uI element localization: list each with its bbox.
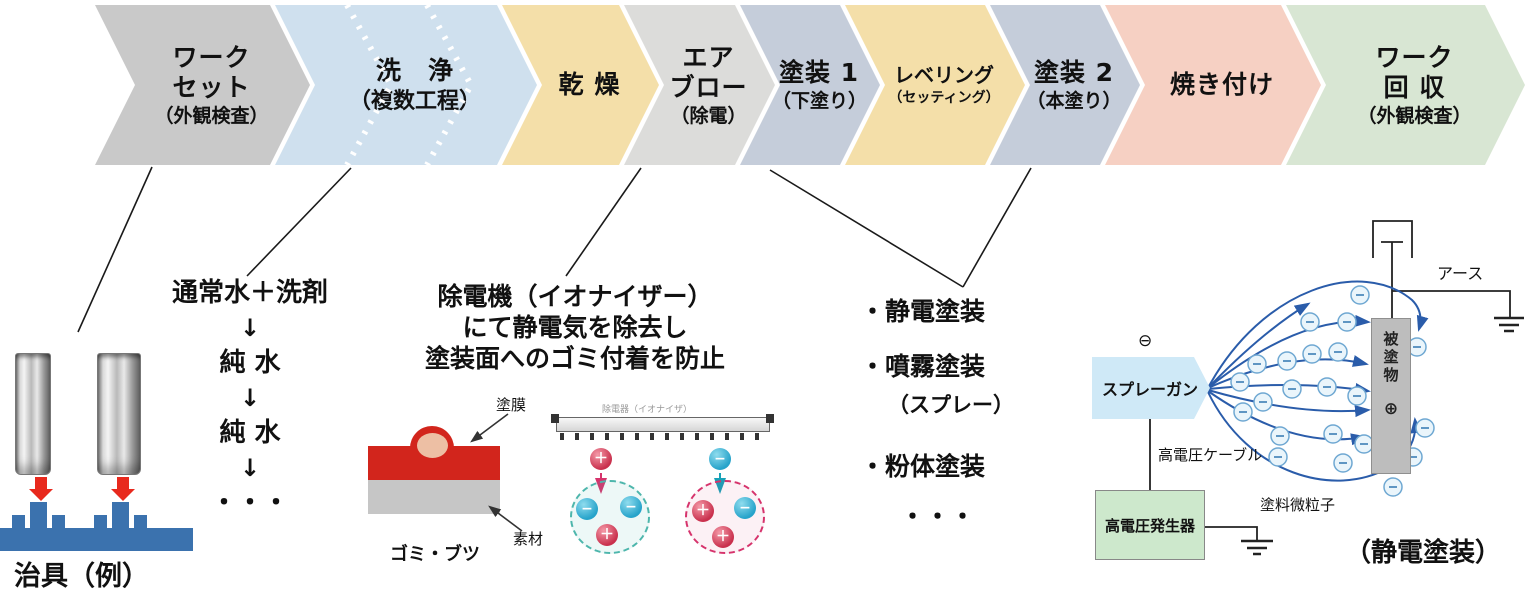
- place-on-jig-arrow-icon: [111, 477, 135, 501]
- positive-ion-ball: ＋: [596, 524, 618, 546]
- ionizer-bar-cap: [551, 414, 559, 423]
- place-on-jig-arrow-icon: [29, 477, 53, 501]
- step-note: （外観検査）: [1357, 104, 1472, 127]
- minus-icon: −: [739, 500, 751, 516]
- step-note: （複数工程）: [348, 88, 481, 114]
- step-label: 焼き付け: [1169, 70, 1274, 99]
- process-flow-bar: ワーク セット （外観検査） 洗 浄 （複数工程） 乾 燥 エア ブロー （除電…: [95, 5, 1525, 165]
- paint-particles-label: 塗料微粒子: [1260, 496, 1336, 514]
- electrostatic-caption: （静電塗装）: [1345, 538, 1502, 568]
- ionizer-bar: [556, 417, 770, 432]
- minus-charge-icon: ⊖: [1138, 331, 1153, 351]
- wash-step-2: 純 水: [219, 348, 281, 378]
- washing-steps-list: 通常水＋洗剤 ↓ 純 水 ↓ 純 水 ↓ ・・・: [150, 276, 350, 520]
- painting-type-powder: ・粉体塗装: [860, 452, 986, 481]
- step-label: レベリング: [894, 63, 994, 88]
- positive-ion-ball: ＋: [692, 500, 714, 522]
- ionizer-device-label: 除電器（イオナイザ）: [602, 405, 693, 415]
- step-label: 洗 浄: [375, 55, 454, 85]
- substrate-label: 素材: [513, 530, 544, 548]
- callout-line-washing: [246, 167, 352, 277]
- earth-label: アース: [1437, 264, 1484, 283]
- negative-ion-ball: −: [576, 498, 598, 520]
- workpiece-cylinder-photo: [97, 353, 141, 475]
- earth-wire: [1392, 290, 1511, 318]
- negative-ion-ball: −: [709, 448, 731, 470]
- painting-type-spray-sub: （スプレー）: [888, 393, 1014, 417]
- plus-icon: ＋: [600, 527, 614, 543]
- wash-step-3: 純 水: [219, 418, 281, 448]
- minus-icon: −: [625, 499, 637, 515]
- step-label: ワーク 回 収: [1375, 42, 1454, 102]
- flow-step-work-set: ワーク セット （外観検査）: [95, 5, 310, 165]
- hanger-icon: [1372, 220, 1413, 258]
- down-arrow-icon: ↓: [239, 384, 261, 412]
- high-voltage-generator-box: 高電圧発生器: [1095, 490, 1205, 560]
- step-note: （本塗り）: [1026, 89, 1122, 112]
- spray-gun-box: スプレーガン: [1092, 357, 1210, 419]
- positive-ion-ball: ＋: [590, 448, 612, 470]
- wash-ellipsis: ・・・: [210, 488, 289, 518]
- workpiece-label: 被塗物: [1381, 331, 1400, 385]
- callout-line-workset: [77, 166, 153, 333]
- spray-gun-label: スプレーガン: [1102, 380, 1199, 399]
- callout-line-airblow: [565, 167, 642, 277]
- painting-type-electrostatic: ・静電塗装: [860, 297, 986, 326]
- step-label: 塗装 1: [778, 57, 860, 87]
- plus-icon: ＋: [716, 529, 730, 545]
- step-note: （セッティング）: [888, 90, 1000, 107]
- positive-ion-ball: ＋: [712, 526, 734, 548]
- substrate-layer: [368, 480, 500, 514]
- step-note: （下塗り）: [772, 89, 868, 112]
- step-note: （外観検査）: [154, 104, 269, 127]
- negative-charged-cluster: [570, 480, 650, 554]
- step-label: 乾 燥: [558, 70, 621, 99]
- plus-icon: ＋: [696, 503, 710, 519]
- ionizer-pins: [560, 433, 766, 440]
- ionizer-bar-cap: [766, 414, 774, 423]
- film-label: 塗膜: [496, 396, 527, 414]
- workpiece-cylinder-photo: [15, 353, 51, 475]
- generator-label: 高電圧発生器: [1104, 516, 1195, 535]
- minus-icon: −: [714, 451, 726, 467]
- callout-line-coating2: [962, 167, 1032, 288]
- ground-icon: [1494, 316, 1524, 333]
- step-label: エア ブロー: [669, 42, 748, 102]
- callout-line-coating1: [769, 169, 964, 288]
- plus-icon: ＋: [594, 451, 608, 467]
- plus-charge-icon: ⊕: [1383, 399, 1399, 419]
- workpiece-box: 被塗物 ⊕: [1371, 318, 1411, 474]
- flow-step-work-collect: ワーク 回 収 （外観検査）: [1286, 5, 1525, 165]
- jig-caption: 治具（例）: [14, 561, 149, 592]
- negative-ion-ball: −: [620, 496, 642, 518]
- dust-label: ゴミ・ブツ: [390, 544, 480, 565]
- flow-step-washing: 洗 浄 （複数工程）: [275, 5, 537, 165]
- minus-icon: −: [581, 501, 593, 517]
- ionizer-heading: 除電機（イオナイザー） にて静電気を除去し 塗装面へのゴミ付着を防止: [424, 282, 725, 373]
- generator-earth-wire: [1205, 526, 1258, 541]
- high-voltage-cable-label: 高電圧ケーブル: [1158, 446, 1263, 464]
- ground-icon: [1241, 539, 1273, 556]
- step-label: ワーク セット: [172, 42, 251, 102]
- painting-type-ellipsis: ・・・: [900, 502, 976, 531]
- painting-type-spray: ・噴霧塗装: [860, 352, 986, 381]
- down-arrow-icon: ↓: [239, 314, 261, 342]
- down-arrow-icon: ↓: [239, 454, 261, 482]
- wash-step-1: 通常水＋洗剤: [171, 278, 328, 308]
- step-note: （除電）: [670, 104, 747, 127]
- film-arrow-icon: [470, 413, 509, 443]
- hanger-hook-icon: [1381, 241, 1403, 318]
- step-label: 塗装 2: [1033, 57, 1115, 87]
- negative-ion-ball: −: [734, 497, 756, 519]
- dust-particle-shape: [417, 433, 448, 458]
